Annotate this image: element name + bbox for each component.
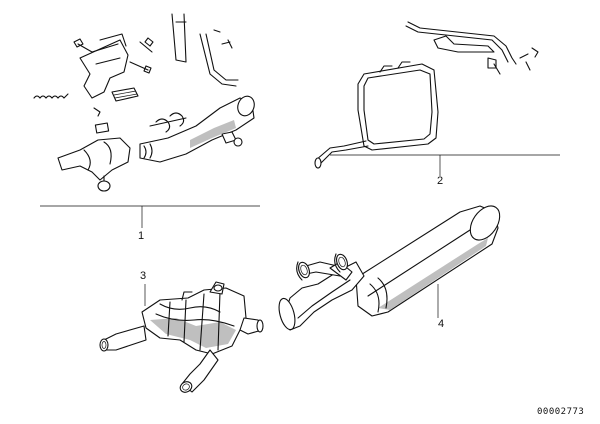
assembly-1-bracket-and-pipe <box>33 13 255 192</box>
document-number: 00002773 <box>537 407 585 417</box>
callout-label-1: 1 <box>138 230 145 242</box>
callout-label-3: 3 <box>140 270 147 282</box>
callout-1-leader <box>40 205 260 228</box>
assembly-2-carrier-frame <box>314 21 539 169</box>
callout-2-leader <box>330 154 560 176</box>
callout-label-2: 2 <box>437 175 444 187</box>
assembly-3-twin-outlet-silencer <box>99 281 264 393</box>
assembly-4-main-silencer <box>278 205 501 331</box>
callout-label-4: 4 <box>438 318 445 330</box>
